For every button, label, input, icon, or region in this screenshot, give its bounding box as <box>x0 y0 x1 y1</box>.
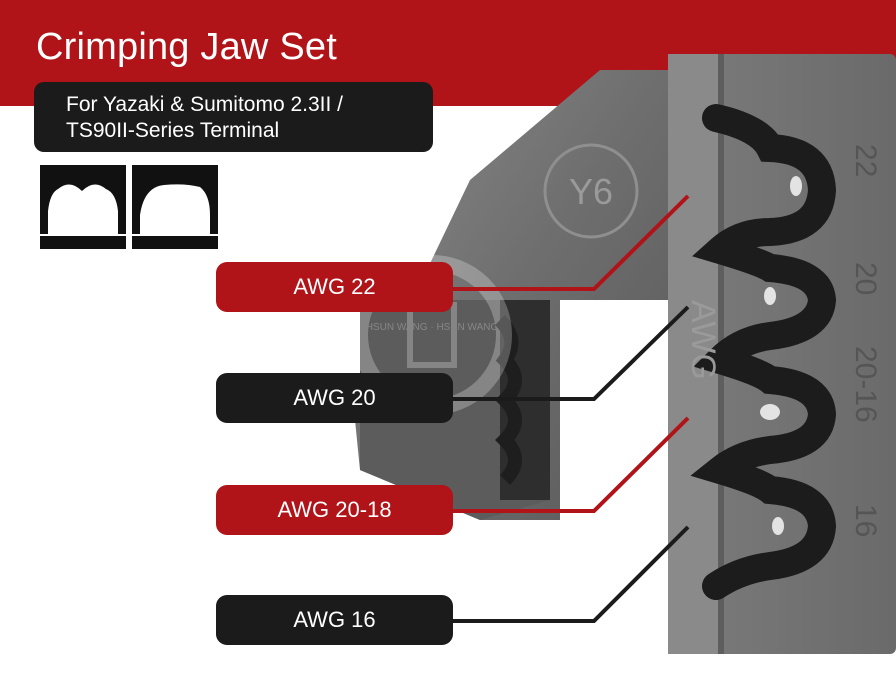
slot-number-20-16: 20-16 <box>849 346 882 423</box>
subtitle-line-1: For Yazaki & Sumitomo 2.3II / <box>66 93 343 116</box>
leader-awg-16 <box>453 525 690 623</box>
slot-number-16: 16 <box>849 504 882 537</box>
leader-awg-22 <box>453 194 690 291</box>
subtitle-box: For Yazaki & Sumitomo 2.3II / TS90II-Ser… <box>34 82 433 152</box>
watermark-text: HSUN WANG · HSUN WANG <box>366 322 499 333</box>
leader-awg-20 <box>453 305 690 401</box>
callout-awg-22: AWG 22 <box>216 262 453 312</box>
page-title: Crimping Jaw Set <box>36 26 337 68</box>
callout-awg-20-18: AWG 20-18 <box>216 485 453 535</box>
crimp-slot-profile <box>690 104 837 600</box>
jaw-die-plate <box>668 54 896 654</box>
callout-awg-16: AWG 16 <box>216 595 453 645</box>
die-marking: Y6 <box>569 171 613 212</box>
leader-awg-20-18 <box>453 416 690 513</box>
side-awg-label: AWG <box>684 300 722 380</box>
slot-number-22: 22 <box>849 144 882 177</box>
single-arch-crimp-profile-icon <box>132 165 218 249</box>
double-lobe-crimp-profile-icon <box>40 165 126 249</box>
subtitle-line-2: TS90II-Series Terminal <box>66 119 280 142</box>
crimp-profile-icons <box>40 165 218 249</box>
callout-awg-20: AWG 20 <box>216 373 453 423</box>
slot-number-20: 20 <box>849 262 882 295</box>
